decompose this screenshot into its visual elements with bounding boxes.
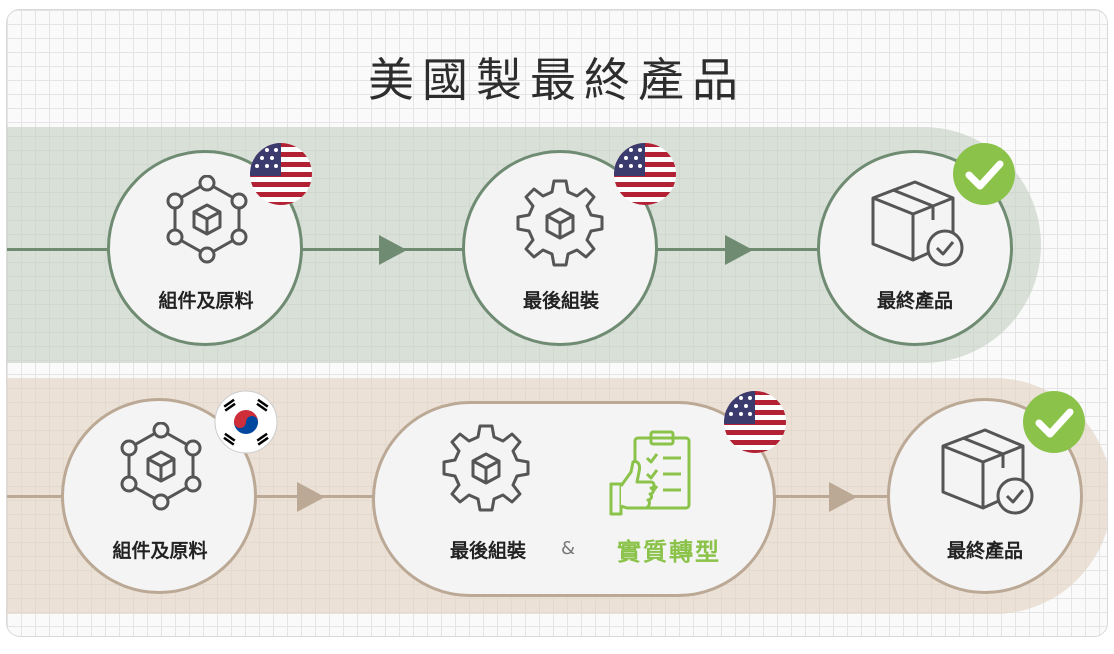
us-flag-icon [614,143,676,205]
transformation-label: 實質轉型 [617,538,721,566]
connector-ampersand: & [561,538,576,559]
package-check-icon [941,428,1034,515]
diagram-title: 美國製最終產品 [368,53,746,107]
us-node-label-components: 組件及原料 [158,290,254,312]
us-arrow-2 [725,235,753,265]
kr-node-label-components: 組件及原料 [112,540,208,562]
us-node-label-final-product: 最終產品 [876,290,954,312]
us-flag-icon [250,143,312,205]
clipboard-thumbsup-icon [609,430,691,516]
check-badge-icon [953,143,1015,205]
us-node-label-assembly: 最後組裝 [522,290,600,312]
kr-node-label-assembly: 最後組裝 [449,540,527,562]
diagram-frame: 美國製最終產品 組件及原料 [6,9,1108,637]
us-flow-line [7,248,817,251]
kr-arrow-2 [829,482,857,512]
components-network-icon [166,175,248,264]
kr-node-label-final-product: 最終產品 [946,540,1024,562]
components-network-icon [120,422,202,511]
us-flag-icon [724,391,786,453]
kr-assembly-transformation-pill [372,401,776,597]
kr-arrow-1 [297,482,325,512]
gear-assembly-icon [516,179,604,267]
package-check-icon [871,180,964,267]
gear-assembly-icon [442,424,530,512]
korea-flag-icon [214,390,278,454]
check-badge-icon [1023,391,1085,453]
us-arrow-1 [379,235,407,265]
